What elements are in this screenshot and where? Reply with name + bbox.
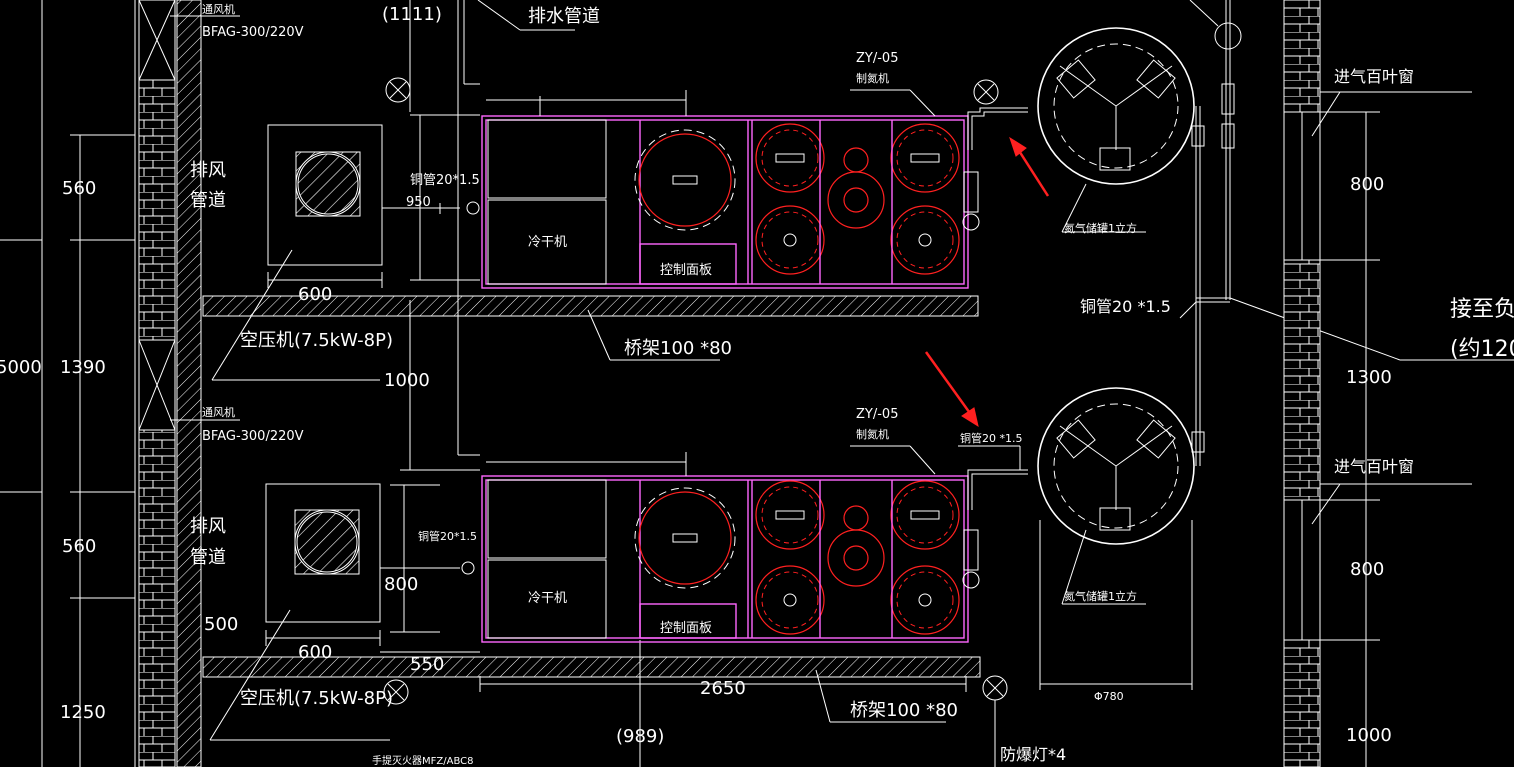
dim-560-a: 560 — [62, 178, 96, 199]
ventilator-mid-model: BFAG-300/220V — [202, 429, 304, 444]
ventilator-top-model: BFAG-300/220V — [202, 25, 304, 40]
dim-800-left: 800 — [384, 574, 418, 595]
dim-550: 550 — [410, 654, 444, 675]
exhaust-duct-top-2: 管道 — [190, 190, 226, 211]
bridge-top-label: 桥架100 *80 — [624, 338, 732, 359]
dim-1000: 1000 — [384, 370, 430, 391]
explosion-light-symbol — [982, 675, 1008, 767]
dim-560-b: 560 — [62, 536, 96, 557]
dryer-top-label: 冷干机 — [528, 235, 567, 250]
connect-to-2: (约120 — [1450, 337, 1514, 362]
dim-500: 500 — [204, 614, 238, 635]
compressor-top — [211, 124, 480, 381]
compressor-bot-label: 空压机(7.5kW-8P) — [240, 688, 393, 709]
nitrogen-generator-top — [481, 90, 969, 289]
dim-2650: 2650 — [700, 678, 746, 699]
dim-1390: 1390 — [60, 357, 106, 378]
drain-pipe — [457, 0, 575, 456]
dim-989: (989) — [616, 726, 664, 747]
nitrogen-tank-top — [1037, 27, 1195, 233]
fan-symbol-top — [385, 77, 411, 103]
annotation-arrow-top — [1009, 136, 1050, 197]
ventilator-mid-label: 通风机 — [202, 405, 235, 419]
connect-to-1: 接至负1 — [1450, 297, 1514, 322]
exhaust-duct-bot-2: 管道 — [190, 547, 226, 568]
louver-bot-label: 进气百叶窗 — [1334, 457, 1414, 476]
exhaust-duct-bot-1: 排风 — [190, 516, 226, 537]
zy-top-label: ZY/-05 — [856, 51, 898, 66]
dim-1111: (1111) — [382, 4, 442, 25]
fan-symbol-bottom — [383, 679, 409, 705]
control-panel-top-label: 控制面板 — [660, 263, 712, 278]
generator-bot-label: 制氮机 — [856, 427, 889, 441]
copper-pipe-right-label: 铜管20 *1.5 — [1080, 297, 1171, 316]
dim-800-r2: 800 — [1350, 559, 1384, 580]
dim-1300: 1300 — [1346, 367, 1392, 388]
left-wall — [41, 0, 202, 767]
bridge-bot-label: 桥架100 *80 — [850, 700, 958, 721]
dim-1000-r: 1000 — [1346, 725, 1392, 746]
zy-bot-label: ZY/-05 — [856, 407, 898, 422]
control-panel-bot-label: 控制面板 — [660, 621, 712, 636]
compressor-top-label: 空压机(7.5kW-8P) — [240, 330, 393, 351]
louver-top-label: 进气百叶窗 — [1334, 67, 1414, 86]
exhaust-duct-top-1: 排风 — [190, 160, 226, 181]
left-dimension-chain — [0, 134, 135, 767]
tank-top-label: 氮气储罐1立方 — [1064, 221, 1137, 235]
extinguisher-label: 手提灭火器MFZ/ABC8 — [372, 754, 473, 767]
copper-pipe-top-small: 铜管20*1.5 — [410, 173, 480, 188]
nitrogen-generator-bottom — [481, 452, 969, 643]
tank-bot-label: 氮气储罐1立方 — [1064, 589, 1137, 603]
dim-800-r1: 800 — [1350, 174, 1384, 195]
drain-pipe-label: 排水管道 — [528, 6, 600, 27]
pipe-bottom-to-tank — [958, 445, 1028, 589]
right-wall — [1283, 0, 1472, 767]
copper-pipe-mid-label: 铜管20 *1.5 — [960, 431, 1023, 445]
nitrogen-tank-bottom — [1037, 387, 1195, 690]
compressor-bottom — [209, 483, 475, 741]
ventilator-top-label: 通风机 — [202, 2, 235, 16]
dim-950: 950 — [406, 195, 431, 210]
copper-pipe-bot-small: 铜管20*1.5 — [418, 529, 477, 543]
explosion-light-label: 防爆灯*4 — [1000, 745, 1066, 764]
pipe-top-to-tank — [962, 79, 1028, 231]
generator-top-label: 制氮机 — [856, 71, 889, 85]
dim-phi780: Φ780 — [1094, 690, 1124, 703]
annotation-arrow-bottom — [924, 351, 979, 428]
dim-1250: 1250 — [60, 702, 106, 723]
dim-5000: 5000 — [0, 357, 42, 378]
dryer-bot-label: 冷干机 — [528, 591, 567, 606]
